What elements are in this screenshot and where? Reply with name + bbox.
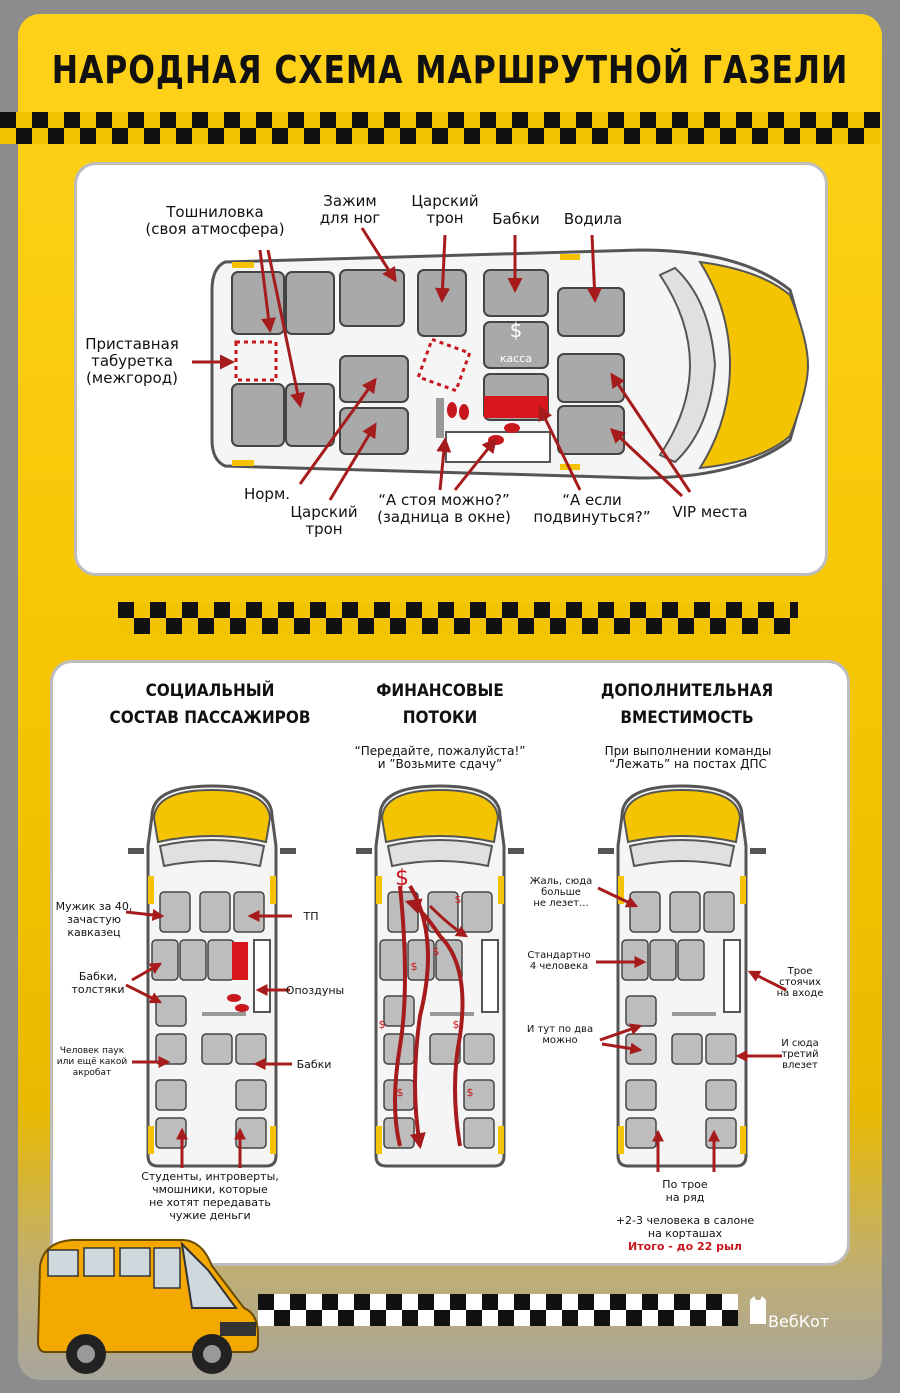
label-zhal: Жаль, сюда больше не лезет... [529,876,593,909]
arrow-podvinutsya [538,405,582,491]
van-finance [354,784,526,1168]
header-social: СОЦИАЛЬНЫЙ СОСТАВ ПАССАЖИРОВ [109,681,311,728]
door-pole [436,398,444,438]
dollar-icon-7: $ [466,1086,474,1099]
arrow-zazhim [360,227,397,283]
label-po-dva: И тут по два можно [526,1024,594,1046]
label-itogo: Итого - до 22 рыл [628,1240,742,1253]
webkot-cat-icon [750,1296,766,1324]
label-standartno: Стандартно 4 человека [527,950,591,972]
label-stoya: “А стоя можно?” (задница в окне) [377,491,511,526]
seat-red-strip [484,396,548,418]
dollar-icon-5: $ [452,1018,460,1031]
label-tretiy: И сюда третий влезет [781,1038,819,1071]
arrow-vip-2 [609,427,684,498]
arrow-vip-1 [610,372,692,493]
dollar-icon-2: $ [432,945,440,958]
header-finance: ФИНАНСОВЫЕ ПОТОКИ [376,681,504,728]
dollar-icon-3: $ [410,960,418,973]
label-pristavnaya: Приставная табуретка (межгород) [85,335,179,387]
logo-text: ВебКот [768,1312,830,1331]
kassa-dollar-icon: $ [509,318,523,342]
label-troe-stoyachikh: Трое стоячих на входе [776,966,824,999]
van-hood [698,260,810,470]
label-tp: ТП [303,910,319,923]
label-podvinutsya: “А если подвинуться?” [533,491,651,526]
label-pauk: Человек паук или ещё какой акробат [56,1046,128,1078]
seat-back-2 [285,271,335,335]
arrow-norm [298,377,377,485]
label-vip: VIP места [672,503,748,521]
label-babki-tolstyaki: Бабки, толстяки [71,970,125,996]
label-kassa: касса [499,352,533,365]
label-opozduny: Опоздуны [285,984,345,997]
label-muzhik: Мужик за 40, зачастую кавказец [55,900,133,939]
arrow-stoya-1 [436,437,452,491]
seat-back-3 [231,383,285,447]
label-toshnilovka: Тошниловка (своя атмосфера) [145,203,285,238]
arrow-toshnilovka-2 [266,249,305,408]
label-babki-top: Бабки [492,210,540,228]
arrow-tsarsky-top [435,234,451,303]
checker-strip-top [0,112,880,144]
label-studenty: Студенты, интроверты, чмошники, которые … [141,1170,279,1222]
gazelle-van-illustration [36,1239,259,1374]
stool-dotted-2 [416,337,472,393]
label-zazhim: Зажим для ног [319,192,381,227]
seat-kassa [483,321,549,369]
big-dollar-icon: $ [395,866,409,891]
dollar-icon-4: $ [378,1018,386,1031]
arrow-tsarsky-bottom [328,422,377,501]
arrow-toshnilovka-1 [258,249,276,333]
label-tsarsky-top: Царский трон [411,192,479,227]
label-po-troe: По трое на ряд [662,1178,708,1204]
label-kortashi: +2-3 человека в салоне на корташах [615,1214,755,1240]
page-title: НАРОДНАЯ СХЕМА МАРШРУТНОЙ ГАЗЕЛИ [51,48,849,92]
van-capacity [596,784,768,1168]
van-windshield [658,266,717,464]
header-capacity: ДОПОЛНИТЕЛЬНАЯ ВМЕСТИМОСТЬ [600,681,774,728]
seat-row2-1 [339,269,405,327]
label-vodila: Водила [563,210,623,228]
dollar-icon-1: $ [454,893,462,906]
label-babki-social: Бабки [296,1058,332,1071]
label-tsarsky-bottom: Царский трон [290,503,358,538]
label-norm: Норм. [243,485,291,503]
van-social [126,784,298,1168]
checker-strip-middle [118,602,798,634]
capacity-subtitle: При выполнении команды “Лежать” на поста… [604,744,772,771]
dollar-icon-6: $ [396,1086,404,1099]
arrow-stoya-2 [453,437,497,491]
top-van-diagram [192,227,810,501]
finance-subtitle: “Передайте, пожалуйста!” и ”Возьмите сда… [354,744,526,771]
arrow-vodila [586,234,602,303]
stool-dotted-1 [234,340,278,382]
checker-strip-bottom [258,1294,738,1326]
